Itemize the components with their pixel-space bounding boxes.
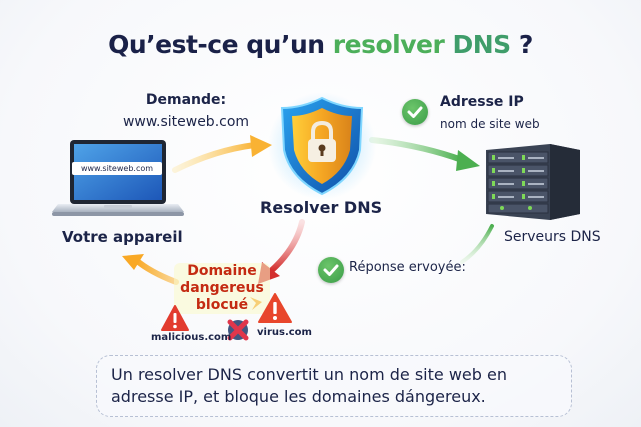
arrow-back-head: [122, 254, 144, 270]
blocked-domain-label: Domaine dangereus blocué: [174, 263, 270, 314]
page-title: Qu’est-ce qu’un resolver DNS ?: [0, 30, 641, 59]
arrow-back-to-device: [133, 257, 179, 285]
request-label: Demande:: [145, 92, 227, 108]
arrow-request-head: [250, 135, 272, 157]
title-part-2: resolver: [332, 30, 453, 59]
ip-response-title: Adresse IP: [440, 94, 524, 110]
arrow-blocked: [269, 219, 305, 273]
server-rack-icon: [486, 144, 580, 220]
shield-lock-icon: [268, 92, 376, 200]
title-part-3: DNS: [452, 30, 511, 59]
laptop-icon: [52, 140, 184, 216]
request-url: www.siteweb.com: [122, 114, 250, 130]
servers-label: Serveurs DNS: [504, 229, 601, 245]
response-sent-label: Réponse ervoyée:: [349, 260, 466, 275]
check-circle-icon: [402, 99, 428, 125]
arrow-request: [172, 142, 258, 173]
device-label: Votre appareil: [62, 228, 183, 246]
domain-malicious: malicious.com: [151, 332, 232, 343]
blocked-x-icon: [227, 319, 249, 341]
warning-icon: [161, 305, 189, 331]
arrow-to-servers-head: [456, 150, 480, 171]
arrow-response: [460, 224, 494, 264]
title-part-4: ?: [510, 30, 534, 59]
laptop-screen-url: www.siteweb.com: [72, 162, 162, 175]
check-circle-icon-response: [318, 257, 344, 283]
warning-icon-virus: [258, 293, 292, 323]
resolver-label: Resolver DNS: [260, 198, 383, 217]
ip-response-subtitle: nom de site web: [440, 117, 540, 131]
title-part-1: Qu’est-ce qu’un: [108, 30, 333, 59]
domain-virus: virus.com: [257, 327, 312, 338]
arrow-to-servers: [369, 137, 465, 163]
summary-note: Un resolver DNS convertit un nom de site…: [96, 355, 572, 417]
blocked-line-2: dangereus: [180, 280, 264, 296]
blocked-line-3: blocué: [195, 297, 249, 313]
summary-note-text: Un resolver DNS convertit un nom de site…: [111, 365, 507, 406]
blocked-line-1: Domaine: [187, 263, 257, 279]
